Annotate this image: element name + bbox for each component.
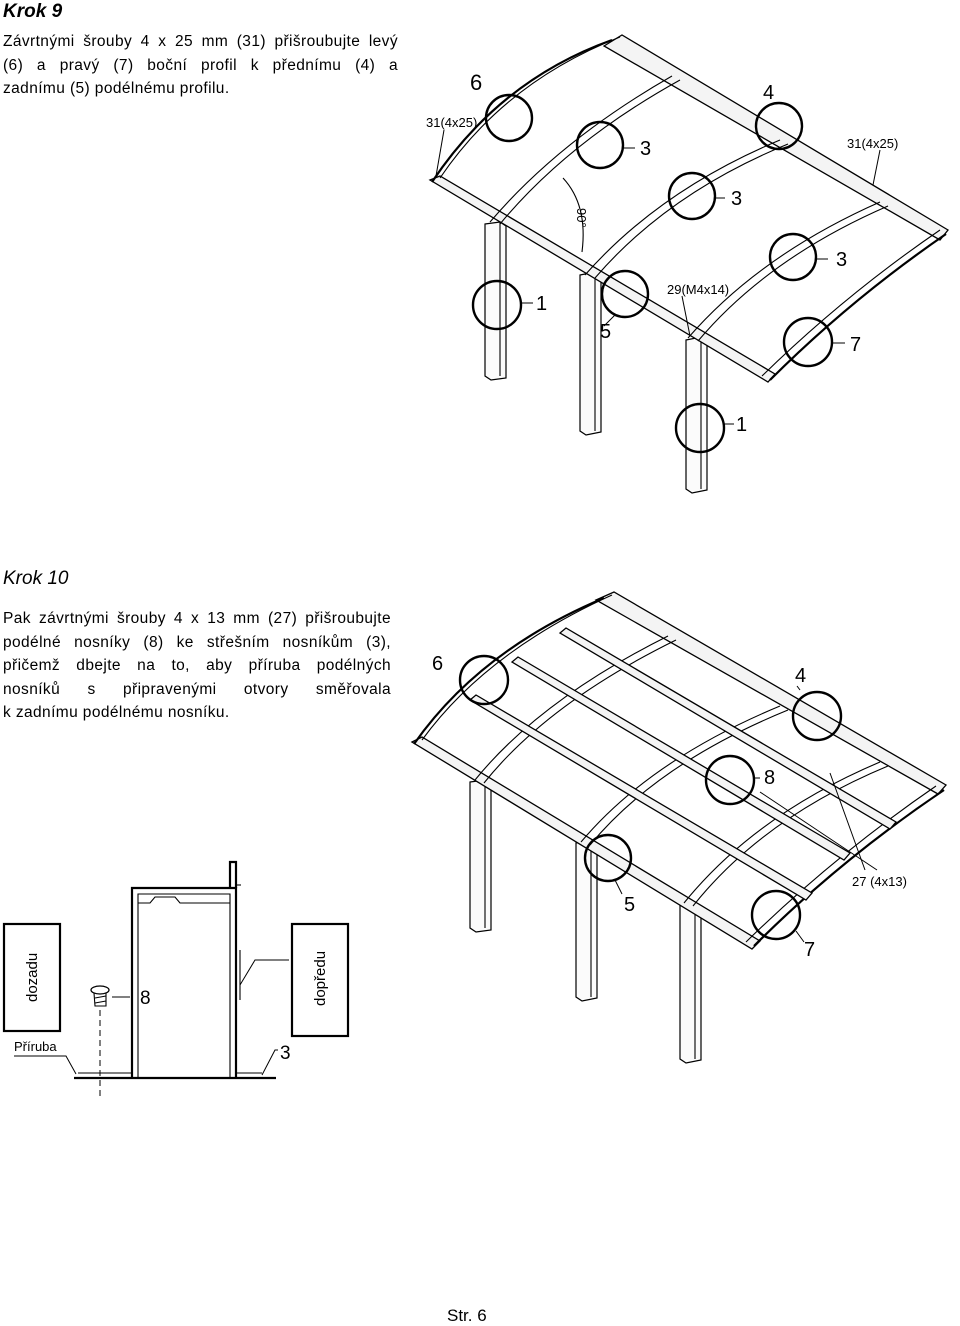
step10-line-1: Pak závrtnými šrouby 4 x 13 mm (27) přiš… — [3, 610, 391, 627]
step9-post-middle — [579, 271, 602, 436]
step9-label-5: 5 — [600, 321, 611, 343]
step10-line-4: nosníků s připravenými otvory směřovala — [3, 680, 391, 698]
step10-label-5: 5 — [624, 894, 635, 916]
step9-line-2: (6) a pravý (7) boční profil k přednímu … — [3, 56, 398, 74]
step10-diagram: 6 4 8 27 (4x13) 5 7 — [410, 591, 948, 1064]
step9-label-3b: 3 — [731, 188, 742, 210]
step9-label-4: 4 — [763, 82, 774, 104]
step10-post-left — [469, 779, 492, 933]
step9-callout-3c — [768, 232, 818, 282]
step9-label-6: 6 — [470, 70, 482, 95]
step9-label-1a: 1 — [536, 293, 547, 315]
step10-label-screw: 27 (4x13) — [852, 874, 907, 889]
beam-8-cross-section — [130, 860, 241, 1078]
step9-label-screw-right: 31(4x25) — [847, 136, 898, 151]
step9-label-7: 7 — [850, 334, 861, 356]
step9-callout-6 — [484, 93, 534, 143]
step10-instructions: Pak závrtnými šrouby 4 x 13 mm (27) přiš… — [3, 607, 391, 725]
step10-callout-6 — [458, 654, 510, 706]
front-direction-box — [290, 922, 350, 1038]
step9-callout-7 — [782, 316, 834, 368]
step9-label-angle: 90° — [574, 208, 589, 228]
step9-callout-4 — [754, 101, 804, 151]
step9-callout-3a — [575, 120, 625, 170]
step9-post-left — [484, 221, 507, 381]
step9-diagram: 6 4 3 3 3 1 5 7 1 31(4x25) 31(4x25) 29(M… — [426, 34, 949, 494]
back-direction-box — [2, 922, 62, 1033]
step10-label-7: 7 — [804, 939, 815, 961]
page-number: Str. 6 — [447, 1306, 487, 1325]
step9-line-1: Závrtnými šrouby 4 x 25 mm (31) přišroub… — [3, 33, 398, 50]
screw-detail — [90, 985, 110, 1100]
step10-title: Krok 10 — [3, 568, 69, 589]
step9-callout-1b — [674, 402, 726, 454]
step10-label-8: 8 — [764, 767, 775, 789]
step10-detail-section: dozadu dopředu 8 3 Přír — [2, 860, 350, 1100]
step10-callout-5 — [583, 833, 633, 883]
back-direction-label: dozadu — [24, 953, 41, 1002]
front-direction-label: dopředu — [312, 951, 329, 1006]
step10-callout-7 — [750, 889, 802, 941]
step10-callout-8 — [704, 754, 756, 806]
step10-label-6: 6 — [432, 653, 443, 675]
step9-label-1b: 1 — [736, 414, 747, 436]
detail-label-8: 8 — [140, 988, 151, 1009]
step10-roof-frame — [410, 591, 948, 950]
step9-post-right — [685, 336, 708, 494]
step10-line-2: podélné nosníky (8) ke střešním nosníkům… — [3, 633, 391, 651]
step9-callout-5 — [600, 269, 650, 319]
step10-label-4: 4 — [795, 665, 806, 687]
step9-instructions: Závrtnými šrouby 4 x 25 mm (31) přišroub… — [3, 30, 398, 101]
step10-callout-4 — [791, 690, 843, 742]
step9-label-bolt: 29(M4x14) — [667, 282, 729, 297]
step9-label-3a: 3 — [640, 138, 651, 160]
step10-line-5: k zadnímu podélnému nosníku. — [3, 704, 230, 721]
step9-callout-3b — [667, 171, 717, 221]
step10-post-right — [679, 901, 702, 1064]
step10-line-3: přičemž dbejte na to, aby příruba podéln… — [3, 657, 391, 674]
step9-label-3c: 3 — [836, 249, 847, 271]
step9-label-screw-left: 31(4x25) — [426, 115, 477, 130]
detail-label-3: 3 — [280, 1043, 291, 1064]
step9-callout-1a — [471, 279, 523, 331]
step9-title: Krok 9 — [3, 1, 63, 22]
step9-line-3: zadnímu (5) podélnému profilu. — [3, 80, 230, 97]
flange-label: Příruba — [14, 1039, 57, 1054]
step10-post-middle — [575, 839, 598, 1002]
